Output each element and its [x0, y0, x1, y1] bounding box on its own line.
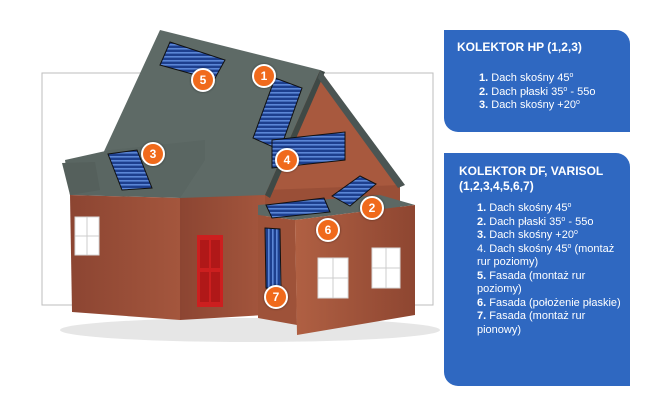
marker-1: 1 — [252, 64, 276, 88]
panel-df-title: KOLEKTOR DF, VARISOL (1,2,3,4,5,6,7) — [459, 164, 604, 193]
panel-kolektor-hp: KOLEKTOR HP (1,2,3) 1. Dach skośny 45o 2… — [444, 30, 630, 132]
marker-7: 7 — [264, 285, 288, 309]
panel-hp-list: 1. Dach skośny 45o 2. Dach płaski 35o - … — [479, 72, 595, 113]
collector-7 — [264, 227, 282, 291]
panel-hp-title: KOLEKTOR HP (1,2,3) — [457, 40, 582, 54]
window-annex-1 — [317, 257, 349, 299]
left-wing-top-face — [62, 162, 100, 195]
window-annex-2 — [371, 247, 401, 289]
panel-df-item: 6. Fasada (położenie płaskie) — [477, 296, 621, 309]
panel-hp-item: 1. Dach skośny 45o — [479, 72, 574, 84]
panel-df-item: 4. Dach skośny 45o (montaż rur poziomy) — [477, 242, 615, 269]
collector-3 — [107, 149, 153, 191]
panel-df-item: 7. Fasada (montaż rur pionowy) — [477, 310, 586, 336]
panel-kolektor-df: KOLEKTOR DF, VARISOL (1,2,3,4,5,6,7) 1. … — [444, 153, 630, 386]
marker-5: 5 — [191, 68, 215, 92]
collector-2 — [331, 175, 377, 207]
ground-shadow — [60, 318, 440, 342]
window-left — [74, 216, 100, 256]
gable-roof-side — [318, 70, 405, 188]
marker-6: 6 — [316, 218, 340, 242]
panel-hp-item: 3. Dach skośny +20o — [479, 99, 580, 111]
panel-df-item: 1. Dach skośny 45o — [477, 202, 572, 214]
collector-6 — [265, 197, 331, 219]
panel-df-item: 2. Dach płaski 35o - 55o — [477, 215, 594, 228]
marker-2: 2 — [360, 196, 384, 220]
left-wing-front — [70, 195, 180, 320]
panel-df-list: 1. Dach skośny 45o 2. Dach płaski 35o - … — [477, 202, 627, 337]
marker-3: 3 — [141, 142, 165, 166]
panel-df-item: 3. Dach skośny +20o — [477, 229, 578, 241]
panel-hp-item: 2. Dach płaski 35o - 55o — [479, 85, 596, 98]
panel-df-item: 5. Fasada (montaż rur poziomy) — [477, 269, 586, 296]
marker-4: 4 — [275, 148, 299, 172]
